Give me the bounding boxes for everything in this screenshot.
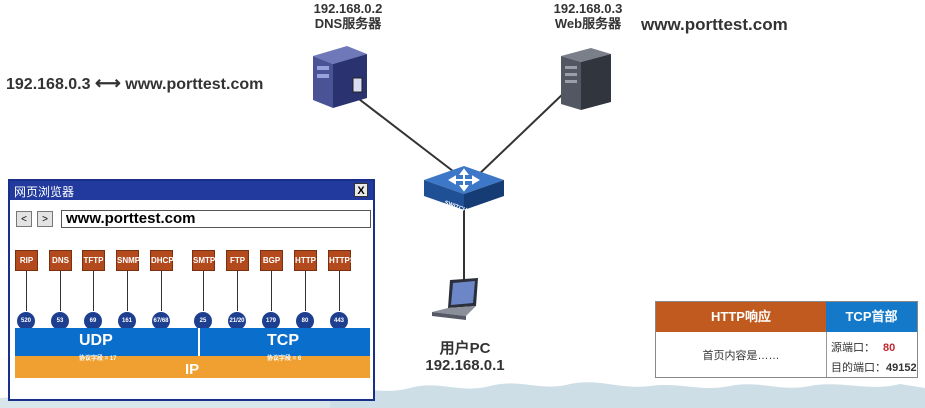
protocol-box: TFTP xyxy=(82,250,105,271)
protocol-connector xyxy=(60,271,61,311)
user-pc-name: 用户PC xyxy=(439,340,491,357)
dns-server-name: DNS服务器 xyxy=(314,15,382,31)
protocol-connector xyxy=(203,271,204,311)
back-button[interactable]: < xyxy=(16,211,32,227)
protocol-connector xyxy=(271,271,272,311)
forward-button[interactable]: > xyxy=(37,211,53,227)
ip-label: IP xyxy=(185,361,200,378)
protocol-box: DNS xyxy=(49,250,72,271)
protocol-connector xyxy=(161,271,162,311)
protocol-connector xyxy=(305,271,306,311)
link-dns-switch xyxy=(354,95,463,179)
web-server-icon[interactable] xyxy=(555,46,615,112)
close-button[interactable]: X xyxy=(354,183,368,197)
http-response-body: 首页内容是…… xyxy=(702,350,780,362)
port-number: 25 xyxy=(194,312,212,330)
udp-protocol-field: 协议字段 = 17 xyxy=(79,356,117,362)
dst-port-value: 49152 xyxy=(886,362,917,374)
protocol-connector xyxy=(26,271,27,311)
http-tcp-segment: HTTP响应 TCP首部 首页内容是…… 源端口： 80 目的端口：49152 xyxy=(655,301,918,378)
protocol-box: RIP xyxy=(15,250,38,271)
ip-layer: 协议字段 = 17 协议字段 = 6 IP xyxy=(15,356,370,378)
protocol-box: SNMP xyxy=(116,250,140,271)
double-arrow-icon: ⟷ xyxy=(94,73,121,93)
port-number: 179 xyxy=(262,312,280,330)
browser-window: 网页浏览器 X < > www.porttest.com RIP 520 DNS 53… xyxy=(8,179,375,401)
protocol-connector xyxy=(339,271,340,311)
protocol-connector xyxy=(93,271,94,311)
port-number: 53 xyxy=(51,312,69,330)
udp-label: UDP xyxy=(79,332,113,349)
protocol-box: HTTPS xyxy=(328,250,355,271)
dns-server-label: 192.168.0.2 DNS服务器 xyxy=(288,1,408,32)
link-web-switch xyxy=(474,91,566,179)
mapping-domain: www.porttest.com xyxy=(125,76,264,93)
user-pc-ip: 192.168.0.1 xyxy=(425,357,505,375)
dns-server-icon[interactable] xyxy=(305,42,375,110)
tcp-header-title: TCP首部 xyxy=(826,302,917,332)
dns-mapping: 192.168.0.3 ⟷ www.porttest.com xyxy=(6,73,263,94)
protocol-box: SMTP xyxy=(192,250,215,271)
port-number: 67/68 xyxy=(152,312,170,330)
protocol-box: BGP xyxy=(260,250,283,271)
port-number: 21/20 xyxy=(228,312,246,330)
layer-divider xyxy=(198,328,200,356)
segment-divider xyxy=(826,332,827,377)
tcp-label: TCP xyxy=(267,332,299,349)
laptop-icon[interactable] xyxy=(426,276,486,326)
protocol-box: FTP xyxy=(226,250,249,271)
src-port-value: 80 xyxy=(883,342,896,354)
src-port-label: 源端口： xyxy=(831,342,875,354)
url-bar[interactable]: www.porttest.com xyxy=(61,210,371,228)
protocol-connector xyxy=(237,271,238,311)
dst-port-label: 目的端口： xyxy=(831,362,886,374)
protocol-box: HTTP xyxy=(294,250,317,271)
web-server-ip: 192.168.0.3 xyxy=(553,1,623,16)
transport-layer: UDP TCP xyxy=(15,328,370,356)
port-number: 161 xyxy=(118,312,136,330)
web-server-domain: www.porttest.com xyxy=(641,15,788,34)
dns-server-ip: 192.168.0.2 xyxy=(313,1,383,16)
tcp-protocol-field: 协议字段 = 6 xyxy=(267,356,302,362)
user-pc-label: 用户PC 192.168.0.1 xyxy=(395,340,535,375)
mapping-ip: 192.168.0.3 xyxy=(6,76,91,93)
port-number: 69 xyxy=(84,312,102,330)
http-response-header: HTTP响应 xyxy=(656,302,826,332)
dst-port-row: 目的端口：49152 xyxy=(831,359,917,375)
src-port-row: 源端口： 80 xyxy=(831,339,895,355)
web-server-name: Web服务器 xyxy=(554,15,622,31)
browser-titlebar: 网页浏览器 X xyxy=(10,181,373,200)
port-number: 443 xyxy=(330,312,348,330)
port-number: 80 xyxy=(296,312,314,330)
protocol-connector xyxy=(127,271,128,311)
web-server-label: 192.168.0.3 Web服务器 xyxy=(528,1,648,32)
protocol-box: DHCP xyxy=(150,250,174,271)
switch-icon[interactable]: SWITCH xyxy=(420,160,508,216)
port-number: 520 xyxy=(17,312,35,330)
browser-title: 网页浏览器 xyxy=(14,185,75,199)
